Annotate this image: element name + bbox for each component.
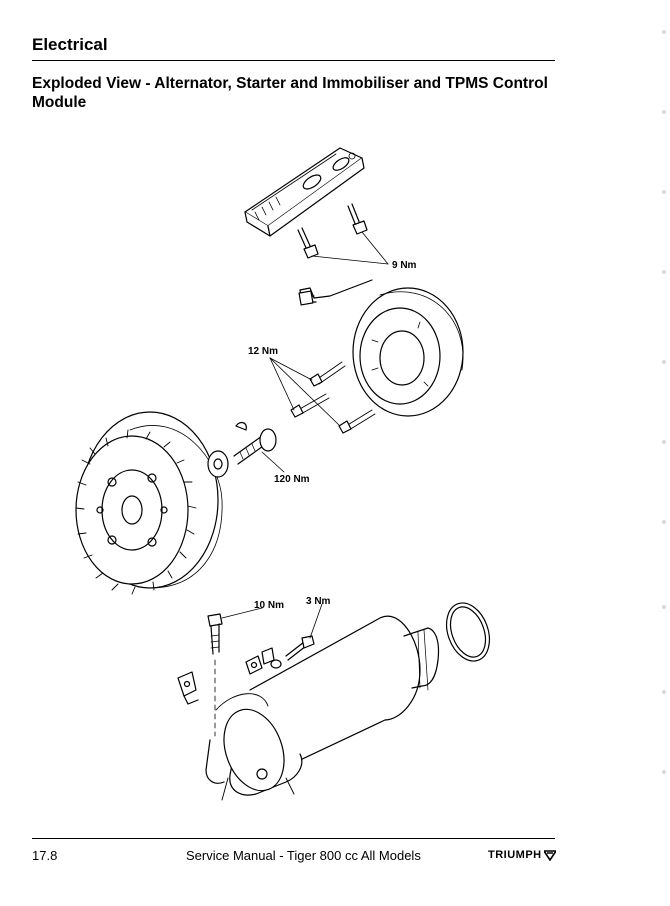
- starter-terminal-nut: [270, 635, 315, 669]
- section-title: Electrical: [32, 35, 108, 54]
- header-rule: [32, 60, 555, 61]
- leader-3nm: [309, 603, 323, 639]
- torque-label-9nm: 9 Nm: [392, 260, 417, 271]
- module-bolt-left: [297, 227, 319, 259]
- torque-label-12nm: 12 Nm: [248, 346, 278, 357]
- torque-label-120nm: 120 Nm: [274, 474, 310, 485]
- leader-120nm: [261, 451, 285, 473]
- scan-edge-mark: [662, 30, 666, 34]
- scan-edge-mark: [662, 605, 666, 609]
- manual-title: Service Manual - Tiger 800 cc All Models: [186, 848, 421, 863]
- page-number: 17.8: [32, 848, 58, 863]
- leader-9nm: [311, 231, 389, 265]
- immobiliser-module: [244, 147, 365, 237]
- torque-label-3nm: 3 Nm: [306, 596, 331, 607]
- leader-10nm: [221, 607, 263, 619]
- rotor: [75, 411, 223, 595]
- page-title: Exploded View - Alternator, Starter and …: [32, 75, 548, 111]
- starter-bracket: [177, 671, 199, 705]
- starter-bracket-bolt: [207, 613, 223, 737]
- stator-bolt-top: [309, 361, 346, 387]
- scan-edge-mark: [662, 690, 666, 694]
- stator-bolt-middle: [290, 393, 330, 418]
- stator: [298, 279, 464, 417]
- module-bolt-right: [347, 203, 368, 235]
- rotor-bolt: [233, 428, 277, 465]
- scan-edge-mark: [662, 270, 666, 274]
- leader-12nm: [269, 357, 341, 427]
- scan-edge-mark: [662, 520, 666, 524]
- scan-edge-mark: [662, 360, 666, 364]
- scan-edge-mark: [662, 770, 666, 774]
- brand-logo: TRIUMPH: [488, 849, 556, 861]
- starter-o-ring: [445, 602, 491, 662]
- scan-edge-mark: [662, 110, 666, 114]
- brand-name: TRIUMPH: [488, 849, 542, 861]
- exploded-view-diagram: 9 Nm 12 Nm: [0, 130, 670, 830]
- rotor-washer: [207, 450, 229, 478]
- triumph-mark-icon: [543, 849, 556, 861]
- scan-edge-mark: [662, 440, 666, 444]
- stator-bolt-bottom: [338, 409, 376, 434]
- footer-rule: [32, 838, 555, 839]
- torque-label-10nm: 10 Nm: [254, 600, 284, 611]
- scan-edge-mark: [662, 190, 666, 194]
- starter-motor: [205, 615, 440, 801]
- woodruff-key: [235, 421, 247, 431]
